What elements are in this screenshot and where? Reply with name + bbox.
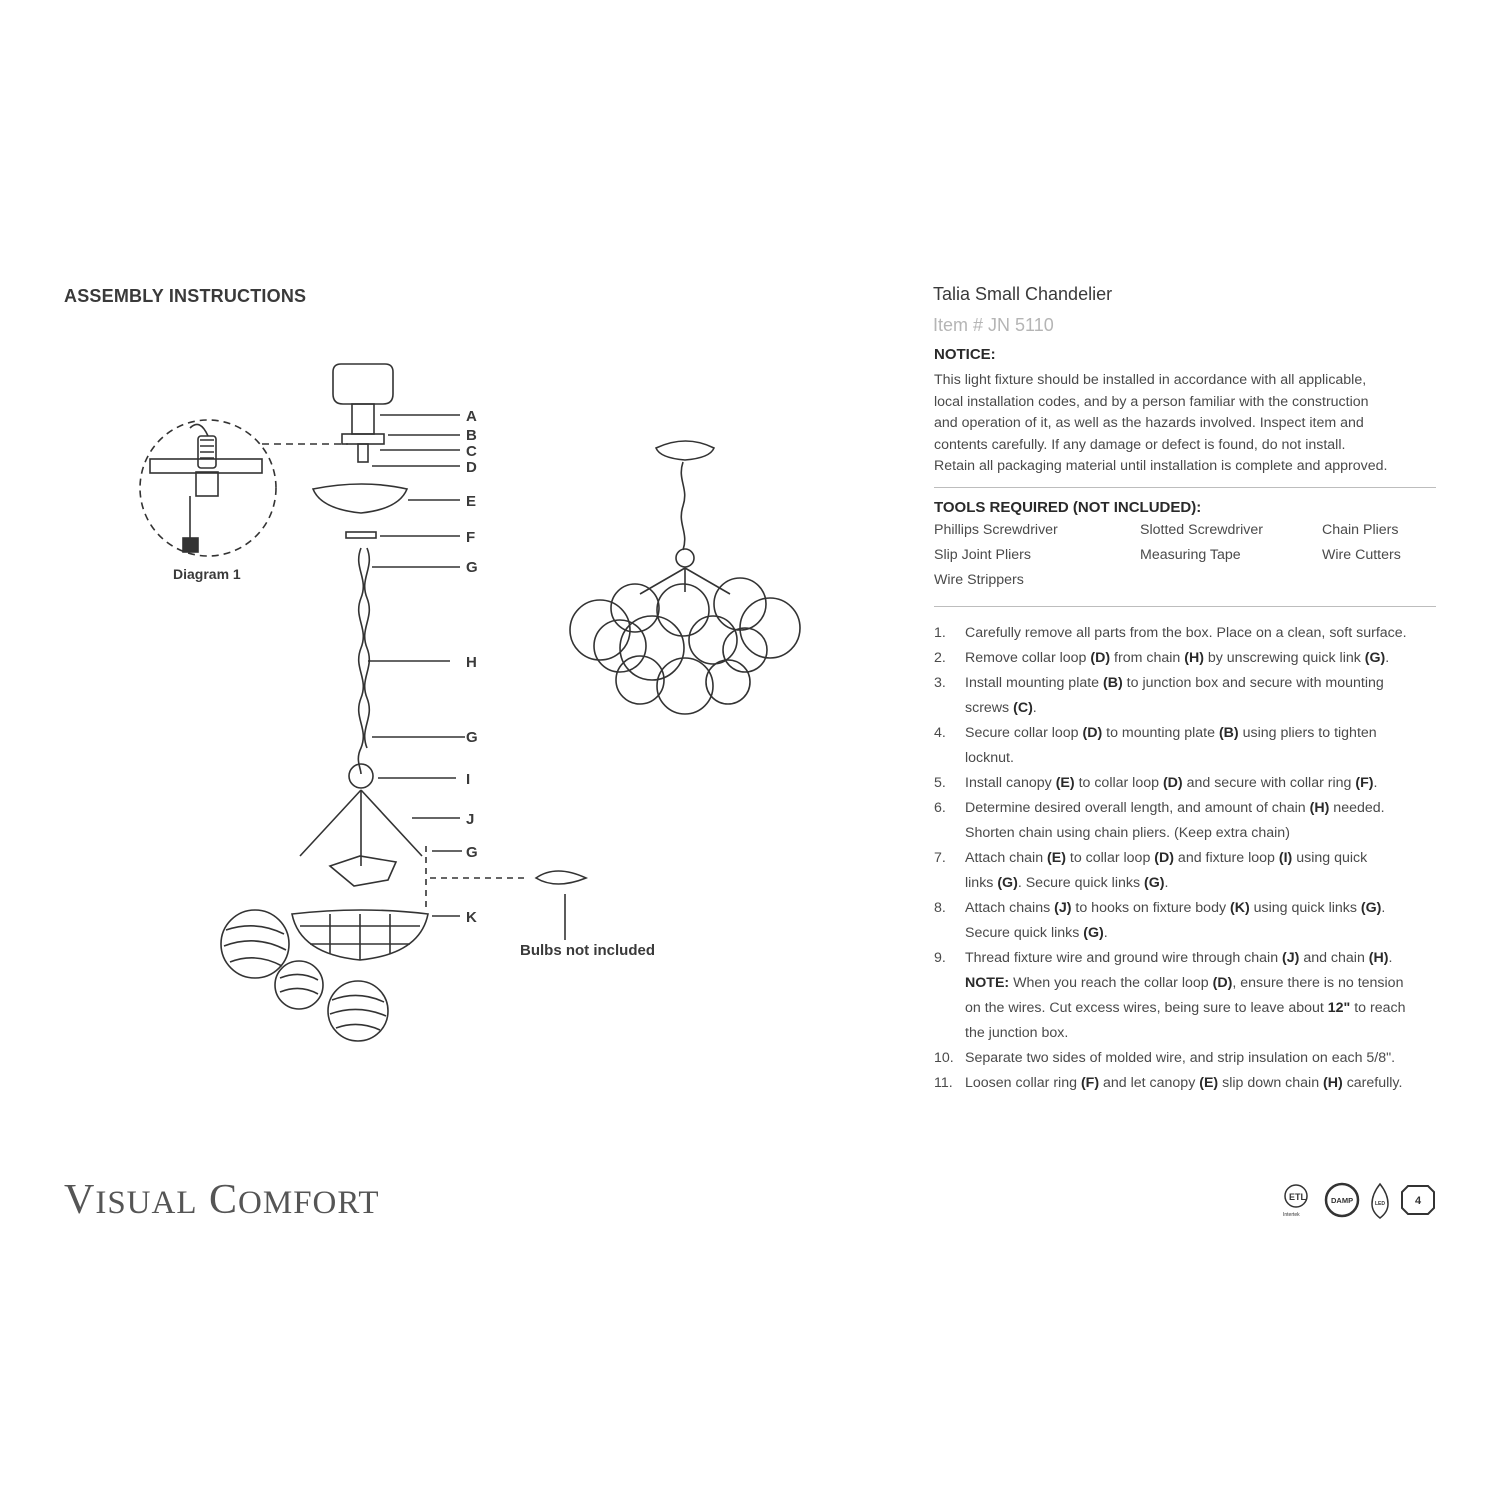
svg-text:ETL: ETL	[1289, 1192, 1307, 1202]
item-number: Item # JN 5110	[933, 315, 1054, 335]
page-number-badge: 4	[1401, 1185, 1435, 1215]
label-k: K	[466, 909, 477, 926]
label-h: H	[466, 654, 477, 671]
step-item: 8. Attach chains (J) to hooks on fixture …	[934, 896, 1454, 946]
tool-item: Measuring Tape	[1140, 547, 1241, 563]
notice-line: and operation of it, as well as the haza…	[934, 415, 1364, 431]
part-labels: A B C D E F G H G I J G K Bulbs not incl…	[466, 408, 655, 959]
step-text: Attach chains (J) to hooks on fixture bo…	[965, 900, 1386, 941]
step-text: Install canopy (E) to collar loop (D) an…	[965, 775, 1378, 791]
divider	[934, 606, 1436, 607]
label-d: D	[466, 459, 477, 476]
label-g-3: G	[466, 844, 478, 861]
exploded-view	[220, 363, 589, 1042]
step-item: 4. Secure collar loop (D) to mounting pla…	[934, 721, 1454, 771]
step-item: 11. Loosen collar ring (F) and let canopy…	[934, 1071, 1454, 1096]
step-number: 9.	[934, 950, 946, 966]
step-text: Determine desired overall length, and am…	[965, 800, 1385, 841]
svg-text:LED: LED	[1375, 1201, 1385, 1207]
notice-heading: NOTICE:	[934, 346, 996, 363]
step-text: Loosen collar ring (F) and let canopy (E…	[965, 1075, 1403, 1091]
step-item: 6. Determine desired overall length, and …	[934, 796, 1454, 846]
svg-text:Intertek: Intertek	[1283, 1212, 1300, 1218]
detail-callout: Diagram 1	[139, 419, 348, 582]
step-item: 9. Thread fixture wire and ground wire th…	[934, 946, 1454, 1046]
step-number: 4.	[934, 725, 946, 741]
step-text: Attach chain (E) to collar loop (D) and …	[965, 850, 1368, 891]
divider	[934, 487, 1436, 488]
step-number: 8.	[934, 900, 946, 916]
step-number: 1.	[934, 625, 946, 641]
brand-logo: VISUAL COMFORT	[64, 1177, 380, 1223]
leader-lines	[368, 414, 465, 917]
tool-item: Wire Cutters	[1322, 547, 1401, 563]
step-number: 7.	[934, 850, 946, 866]
notice-line: Retain all packaging material until inst…	[934, 458, 1388, 474]
tool-item: Chain Pliers	[1322, 522, 1399, 538]
notice-body: This light fixture should be installed i…	[934, 370, 1454, 478]
tool-item: Wire Strippers	[934, 572, 1024, 588]
notice-line: contents carefully. If any damage or def…	[934, 436, 1346, 453]
step-item: 7. Attach chain (E) to collar loop (D) an…	[934, 846, 1454, 896]
tool-item: Slip Joint Pliers	[934, 547, 1031, 563]
step-item: 1. Carefully remove all parts from the bo…	[934, 621, 1454, 646]
step-item: 5. Install canopy (E) to collar loop (D) …	[934, 771, 1454, 796]
step-item: 2. Remove collar loop (D) from chain (H) …	[934, 646, 1454, 671]
tool-item: Slotted Screwdriver	[1140, 522, 1264, 538]
step-number: 3.	[934, 675, 946, 691]
etl-icon: ETL Intertek	[1283, 1184, 1308, 1218]
step-text: Thread fixture wire and ground wire thro…	[965, 950, 1406, 1041]
step-number: 5.	[934, 775, 946, 791]
bulbs-label: Bulbs not included	[520, 942, 655, 959]
product-title: Talia Small Chandelier	[933, 284, 1113, 304]
assembly-diagram: Diagram 1	[139, 363, 801, 1042]
step-text: Carefully remove all parts from the box.…	[965, 625, 1407, 641]
svg-text:4: 4	[1415, 1195, 1422, 1207]
step-text: Separate two sides of molded wire, and s…	[965, 1050, 1396, 1066]
assembly-steps: 1. Carefully remove all parts from the bo…	[934, 621, 1454, 1096]
step-number: 2.	[934, 650, 946, 666]
label-e: E	[466, 493, 476, 510]
damp-rated-icon: DAMP	[1324, 1182, 1360, 1218]
label-b: B	[466, 427, 477, 444]
label-c: C	[466, 443, 477, 460]
notice-line: This light fixture should be installed i…	[934, 372, 1367, 388]
assembly-heading: ASSEMBLY INSTRUCTIONS	[64, 286, 307, 306]
label-g-1: G	[466, 559, 478, 576]
led-bulb-icon: LED	[1371, 1182, 1389, 1219]
label-a: A	[466, 408, 477, 425]
assembled-view	[569, 440, 801, 715]
step-text: Secure collar loop (D) to mounting plate…	[965, 725, 1377, 766]
label-g-2: G	[466, 729, 478, 746]
step-text: Remove collar loop (D) from chain (H) by…	[965, 650, 1390, 666]
label-j: J	[466, 811, 474, 828]
tool-item: Phillips Screwdriver	[934, 522, 1058, 538]
step-text: Install mounting plate (B) to junction b…	[965, 675, 1384, 716]
step-number: 6.	[934, 800, 946, 816]
step-number: 11.	[934, 1075, 953, 1091]
step-item: 10. Separate two sides of molded wire, an…	[934, 1046, 1454, 1071]
label-i: I	[466, 771, 470, 788]
diagram1-label: Diagram 1	[173, 566, 241, 582]
svg-text:DAMP: DAMP	[1331, 1196, 1353, 1205]
step-number: 10.	[934, 1050, 954, 1066]
notice-line: local installation codes, and by a perso…	[934, 393, 1369, 410]
tools-heading: TOOLS REQUIRED (NOT INCLUDED):	[934, 499, 1202, 516]
label-f: F	[466, 529, 475, 546]
certification-badges: ETL Intertek DAMP LED 4	[1283, 1182, 1435, 1219]
step-item: 3. Install mounting plate (B) to junction…	[934, 671, 1454, 721]
